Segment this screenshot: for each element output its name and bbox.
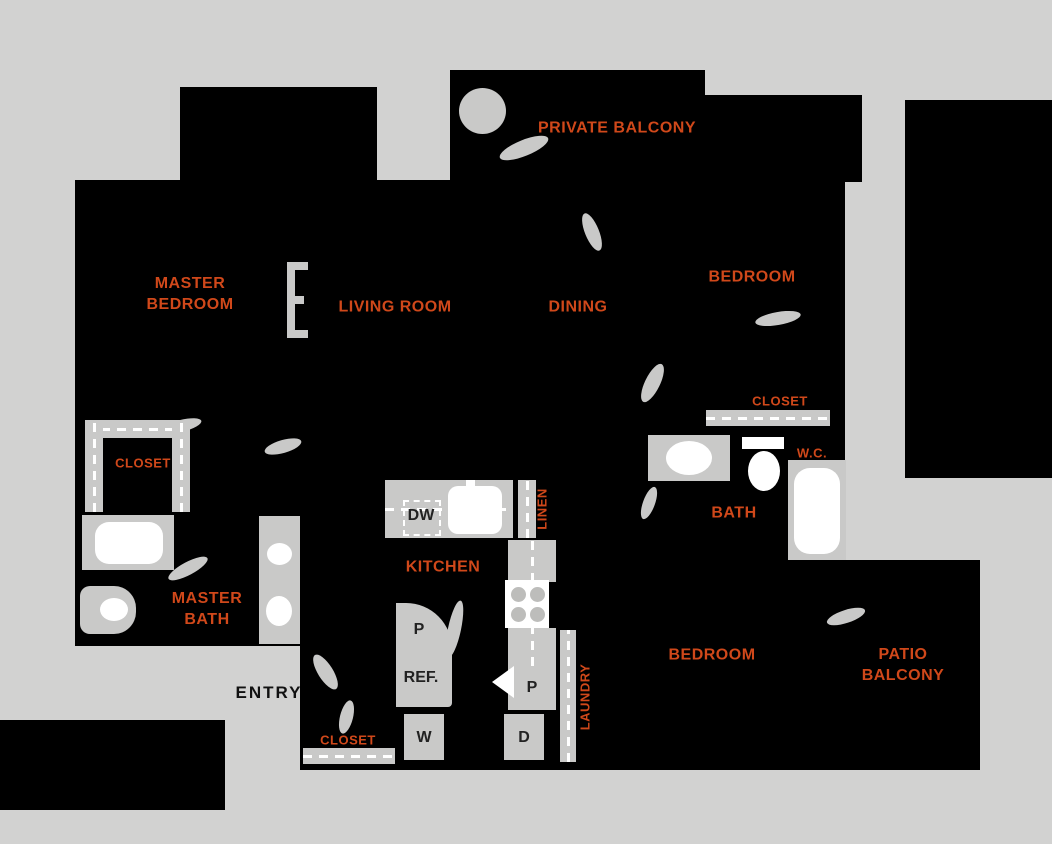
closet-doors: [303, 748, 395, 764]
burner-icon: [511, 607, 526, 622]
closet-shelf: [172, 420, 190, 512]
stove-icon: [505, 580, 549, 628]
washer-label: W: [416, 729, 432, 746]
burner-icon: [511, 587, 526, 602]
burner-icon: [530, 607, 545, 622]
refrigerator-label: REF.: [403, 669, 439, 686]
round-table-icon: [459, 88, 506, 134]
kitchen-counter: [508, 628, 556, 666]
pantry-refrigerator-block: [396, 603, 452, 707]
burner-icon: [530, 587, 545, 602]
dishwasher: [403, 500, 441, 536]
room-label-bath: BATH: [711, 504, 757, 522]
room-label-living-room: LIVING ROOM: [338, 298, 452, 316]
door-knob-icon: [267, 543, 292, 565]
pantry-label: P: [413, 621, 425, 638]
room-label-closet-bottom: CLOSET: [320, 732, 376, 748]
door-wedge-icon: [492, 666, 514, 698]
floor-area-bedroom2-patio: [620, 560, 980, 770]
room-label-patio-balcony: PATIO BALCONY: [861, 646, 945, 684]
floor-area-bottom-left: [0, 720, 225, 810]
kitchen-sink-icon: [448, 486, 502, 534]
room-label-master-bedroom: MASTER BEDROOM: [146, 275, 234, 313]
toilet-bowl-icon: [100, 598, 128, 621]
kitchen-counter: [508, 540, 556, 582]
room-label-wc: W.C.: [796, 445, 828, 461]
dryer: [504, 714, 544, 760]
washer: [404, 714, 444, 760]
toilet-tank-icon: [742, 437, 784, 449]
shelf-icon: [287, 330, 308, 338]
closet-shelf: [85, 420, 103, 512]
entry-label: ENTRY: [235, 683, 303, 702]
door-knob-icon: [266, 596, 292, 626]
shelf-icon: [287, 296, 304, 304]
sink-icon: [666, 441, 712, 475]
bathtub-icon: [794, 468, 840, 554]
room-label-dining: DINING: [548, 298, 608, 316]
pantry-cabinet: [508, 666, 556, 710]
room-label-linen: LINEN: [534, 488, 550, 530]
room-label-kitchen: KITCHEN: [405, 558, 481, 576]
linen-cabinet: [518, 480, 536, 538]
room-label-private-balcony: PRIVATE BALCONY: [537, 119, 697, 137]
pantry-label: P: [526, 679, 538, 696]
faucet-icon: [466, 480, 475, 492]
dryer-label: D: [518, 729, 530, 746]
room-label-bedroom-top: BEDROOM: [708, 268, 796, 286]
floor-area-top-left: [180, 87, 377, 182]
room-label-closet-right: CLOSET: [752, 393, 808, 409]
shelf-icon: [287, 262, 308, 270]
room-label-laundry: LAUNDRY: [577, 663, 593, 731]
toilet-icon: [748, 451, 780, 491]
closet-doors: [706, 410, 830, 426]
room-label-closet-left: CLOSET: [115, 455, 171, 471]
room-label-bedroom-bottom: BEDROOM: [668, 646, 756, 664]
closet-shelf: [85, 420, 190, 438]
room-label-master-bath: MASTER BATH: [171, 590, 243, 628]
dishwasher-label: DW: [407, 507, 435, 524]
laundry-doors: [560, 630, 576, 762]
floor-area-right-block: [905, 100, 1052, 478]
floor-area-top-right: [705, 95, 862, 182]
sink-icon: [95, 522, 163, 564]
